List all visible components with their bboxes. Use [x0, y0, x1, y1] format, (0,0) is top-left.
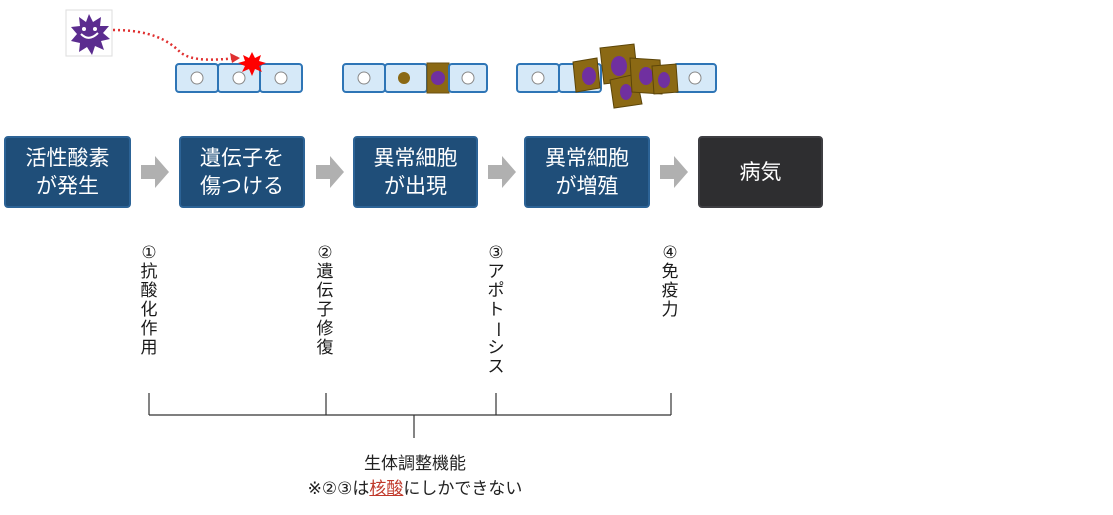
flow-arrow-3	[488, 156, 516, 188]
step-4-line1: 異常細胞	[545, 146, 629, 170]
caption-note-prefix: ※②③は	[307, 479, 370, 499]
function-char: シ	[487, 338, 505, 358]
cell-group-2	[342, 62, 488, 94]
step-box-proliferation: 異常細胞が増殖	[524, 136, 650, 208]
caption-note: ※②③は核酸にしかできない	[0, 474, 830, 499]
step-3-line2: が出現	[384, 174, 447, 198]
caption-note-suffix: にしかできない	[403, 479, 523, 499]
function-char: 伝	[316, 281, 334, 301]
function-char: ー	[486, 321, 507, 338]
function-char: 酸	[140, 281, 158, 301]
step-box-abnormal-cell: 異常細胞が出現	[353, 136, 478, 208]
free-radical-icon	[65, 9, 113, 57]
function-char: 用	[140, 338, 158, 358]
step-5-line1: 病気	[739, 160, 782, 184]
flow-arrow-4	[660, 156, 688, 188]
damage-burst-icon	[238, 52, 266, 76]
step-box-gene-damage: 遺伝子を傷つける	[179, 136, 305, 208]
cell-group-3	[516, 43, 717, 109]
caption-note-emphasis: 核酸	[369, 479, 404, 499]
step-4-line2: が増殖	[555, 174, 619, 198]
function-char: 遺	[316, 262, 334, 282]
step-2-line1: 遺伝子を	[200, 146, 284, 170]
function-char: 子	[316, 300, 334, 320]
step-box-disease: 病気	[698, 136, 823, 208]
function-char: 免	[661, 262, 679, 282]
function-char: ス	[487, 357, 505, 377]
function-char: ポ	[487, 281, 505, 301]
cell-group-1	[175, 52, 303, 93]
flow-arrow-2	[316, 156, 344, 188]
step-3-line1: 異常細胞	[373, 146, 458, 170]
function-char: 作	[140, 319, 158, 339]
step-1-line1: 活性酸素	[25, 146, 110, 170]
step-2-line2: 傷つける	[200, 174, 284, 198]
function-number: ③	[488, 243, 504, 263]
trajectory-arrowhead	[230, 53, 240, 63]
attack-trajectory	[112, 28, 239, 61]
function-char: 化	[140, 300, 158, 320]
function-char: ア	[487, 262, 505, 282]
function-bracket	[148, 393, 672, 438]
flow-arrow-1	[141, 156, 169, 188]
step-1-line2: が発生	[36, 174, 99, 198]
step-box-active-oxygen: 活性酸素が発生	[4, 136, 131, 208]
function-char: 疫	[661, 281, 679, 301]
function-char: 抗	[140, 262, 158, 282]
function-char: ト	[487, 300, 505, 320]
function-char: 力	[661, 300, 679, 320]
caption-title: 生体調整機能	[364, 454, 466, 474]
function-number: ②	[317, 243, 333, 263]
function-number: ①	[141, 243, 157, 263]
function-char: 復	[316, 338, 334, 358]
function-char: 修	[316, 319, 334, 339]
function-number: ④	[662, 243, 678, 263]
